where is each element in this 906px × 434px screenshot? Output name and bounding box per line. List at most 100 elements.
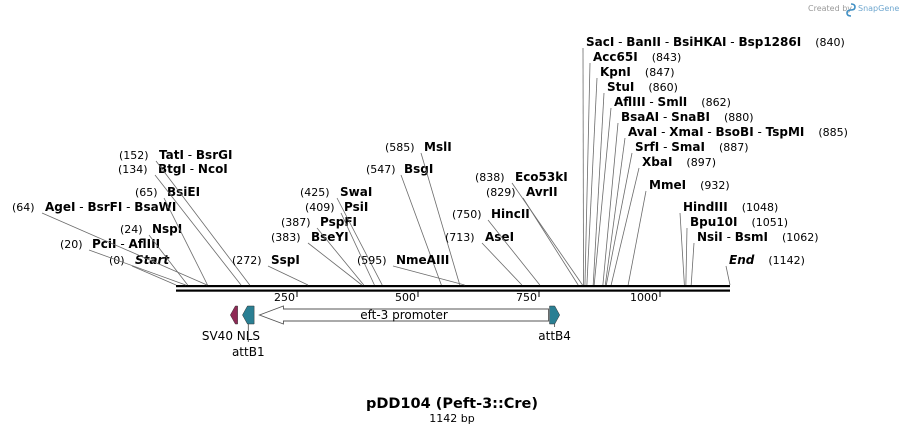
site-mmei[interactable]: MmeI(932)	[627, 178, 730, 286]
site-acc65i[interactable]: Acc65I (843)	[584, 50, 682, 286]
site-name: HincII	[491, 207, 530, 221]
site-name: SrfI - SmaI	[635, 140, 705, 154]
site-nsii[interactable]: NsiI - BsmI (1062)	[690, 230, 819, 286]
site-name: AseI	[485, 230, 514, 244]
site-eco53ki[interactable]: Eco53kI (838)	[475, 170, 583, 286]
site-name: Acc65I	[593, 50, 638, 64]
leader-line	[88, 249, 186, 286]
site-bseyi[interactable]: BseYI(383)	[271, 230, 363, 286]
feature-arrow	[258, 305, 550, 325]
feature-label: SV40 NLS	[202, 329, 260, 343]
site-bsiei[interactable]: BsiEI (65)	[135, 185, 208, 286]
site-avrii[interactable]: AvrII(829)	[486, 185, 579, 286]
enzyme-name: HindIII	[683, 200, 728, 214]
enzyme-name: BsaWI	[134, 200, 176, 214]
site-start[interactable]: Start(0)	[109, 253, 177, 286]
leader-line	[627, 190, 647, 286]
enzyme-name: BsoBI	[716, 125, 754, 139]
feature-sv40-nls[interactable]: SV40 NLS	[202, 305, 260, 343]
site-position: (152)	[119, 149, 149, 162]
map-length: 1142 bp	[429, 412, 474, 425]
site-bsaai[interactable]: BsaAI - SnaBI(880)	[602, 110, 754, 286]
site-btgi[interactable]: BtgI - NcoI(134)	[118, 162, 242, 286]
enzyme-name: SrfI	[635, 140, 659, 154]
feature-label: attB4	[538, 329, 571, 343]
enzyme-name: AseI	[485, 230, 514, 244]
site-asei[interactable]: AseI(713)	[445, 230, 523, 286]
site-bsgi[interactable]: BsgI(547)	[366, 162, 442, 286]
site-saci[interactable]: SacI - BanII - BsiHKAI - Bsp1286I(840)	[582, 35, 845, 286]
enzyme-name: BsiEI	[167, 185, 200, 199]
map-title: pDD104 (Peft-3::Cre)	[366, 396, 538, 412]
leader-line	[511, 182, 583, 286]
site-tati[interactable]: TatI - BsrGI(152)	[119, 148, 251, 286]
leader-line	[593, 107, 612, 286]
enzyme-name: SacI	[586, 35, 614, 49]
site-name: Eco53kI	[515, 170, 568, 184]
site-afliii[interactable]: AflIII - SmlI(862)	[593, 95, 731, 286]
site-position: (0)	[109, 254, 125, 267]
site-name: SwaI	[340, 185, 372, 199]
enzyme-name: AvaI	[628, 125, 657, 139]
feature-arrow	[242, 305, 255, 325]
site-agei[interactable]: AgeI - BsrFI - BsaWI(64)	[12, 200, 208, 286]
site-hindiii[interactable]: HindIII(1048)	[679, 200, 778, 286]
site-position: (65)	[135, 186, 158, 199]
site-kpni[interactable]: KpnI(847)	[586, 65, 675, 286]
enzyme-name: Bpu10I	[690, 215, 737, 229]
leader-line	[154, 174, 242, 286]
site-psii[interactable]: PsiI (409)	[305, 200, 375, 286]
leader-line	[602, 122, 619, 286]
site-name: MslI	[424, 140, 452, 154]
tick-label: 500	[395, 291, 416, 304]
enzyme-name: SspI	[271, 253, 300, 267]
site-position: (1062)	[782, 231, 819, 244]
site-avai[interactable]: AvaI - XmaI - BsoBI - TspMI (885)	[604, 125, 848, 286]
site-msli[interactable]: MslI(585)	[385, 140, 461, 286]
site-position: (887)	[719, 141, 749, 154]
site-hincii[interactable]: HincII(750)	[452, 207, 541, 286]
leader-line	[685, 227, 688, 286]
site-name: AgeI - BsrFI - BsaWI	[45, 200, 176, 214]
feature-attb4[interactable]: attB4	[538, 305, 571, 343]
enzyme-name: AvrII	[526, 185, 558, 199]
feature-attb1[interactable]: attB1	[232, 305, 265, 359]
site-sspi[interactable]: SspI(272)	[232, 253, 309, 286]
site-position: (425)	[300, 186, 330, 199]
site-position: (838)	[475, 171, 505, 184]
site-name: NsiI - BsmI	[697, 230, 768, 244]
feature-eft-3-promoter[interactable]: eft-3 promoter	[258, 305, 550, 325]
enzyme-name: XbaI	[642, 155, 672, 169]
enzyme-name: NcoI	[198, 162, 228, 176]
site-name: AflIII - SmlI	[614, 95, 687, 109]
site-swai[interactable]: SwaI (425)	[300, 185, 383, 286]
enzyme-name: NsiI	[697, 230, 723, 244]
site-nspi[interactable]: NspI(24)	[120, 222, 188, 286]
enzyme-name: AflIII	[128, 237, 160, 251]
site-name: PsiI	[344, 200, 368, 214]
site-pcii[interactable]: PciI - AflIII(20)	[60, 237, 186, 286]
leader-line	[487, 219, 541, 286]
tick-label: 1000	[630, 291, 658, 304]
site-srfi[interactable]: SrfI - SmaI (887)	[605, 140, 749, 286]
site-xbai[interactable]: XbaI(897)	[610, 155, 716, 286]
site-position: (383)	[271, 231, 301, 244]
site-name: PciI - AflIII	[92, 237, 160, 251]
leader-line	[400, 174, 442, 286]
enzyme-name: TatI	[159, 148, 184, 162]
snapgene-logo-icon	[846, 3, 856, 17]
site-stui[interactable]: StuI(860)	[592, 80, 678, 286]
site-bpu10i[interactable]: Bpu10I (1051)	[685, 215, 788, 286]
site-position: (885)	[818, 126, 848, 139]
site-name: AvaI - XmaI - BsoBI - TspMI	[628, 125, 804, 139]
site-position: (1051)	[751, 216, 788, 229]
site-nmeaiii[interactable]: NmeAIII(595)	[357, 253, 465, 286]
leader-line	[340, 212, 375, 286]
site-position: (843)	[652, 51, 682, 64]
site-position: (847)	[645, 66, 675, 79]
enzyme-name: Acc65I	[593, 50, 638, 64]
site-end[interactable]: End(1142)	[725, 253, 805, 286]
backbone-bottom-strand	[176, 289, 730, 292]
site-position: (409)	[305, 201, 335, 214]
enzyme-name: BsaAI	[621, 110, 659, 124]
